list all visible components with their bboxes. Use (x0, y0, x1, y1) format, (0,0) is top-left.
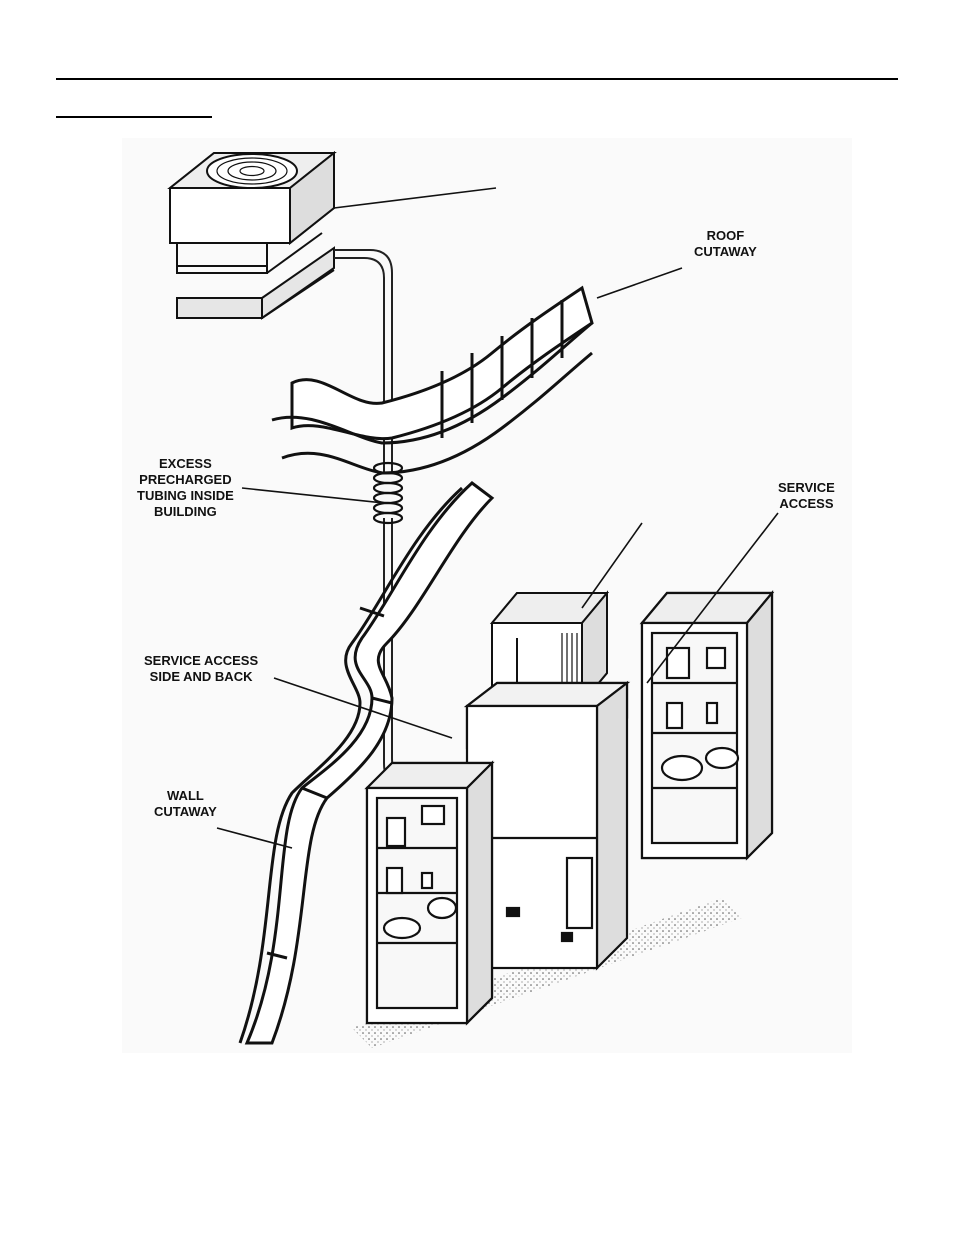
header-rule (56, 78, 898, 80)
tubing-coil (372, 461, 404, 525)
installation-drawing (167, 150, 779, 1048)
leader-lines (216, 187, 779, 849)
section-heading-underline (56, 116, 212, 118)
roof-cutaway (271, 285, 594, 475)
storage-shelf-right (639, 589, 775, 861)
storage-shelf-left (364, 760, 495, 1026)
wall-cutaway (238, 481, 495, 1045)
ice-machine-head (489, 590, 610, 706)
condenser-unit (167, 150, 337, 320)
